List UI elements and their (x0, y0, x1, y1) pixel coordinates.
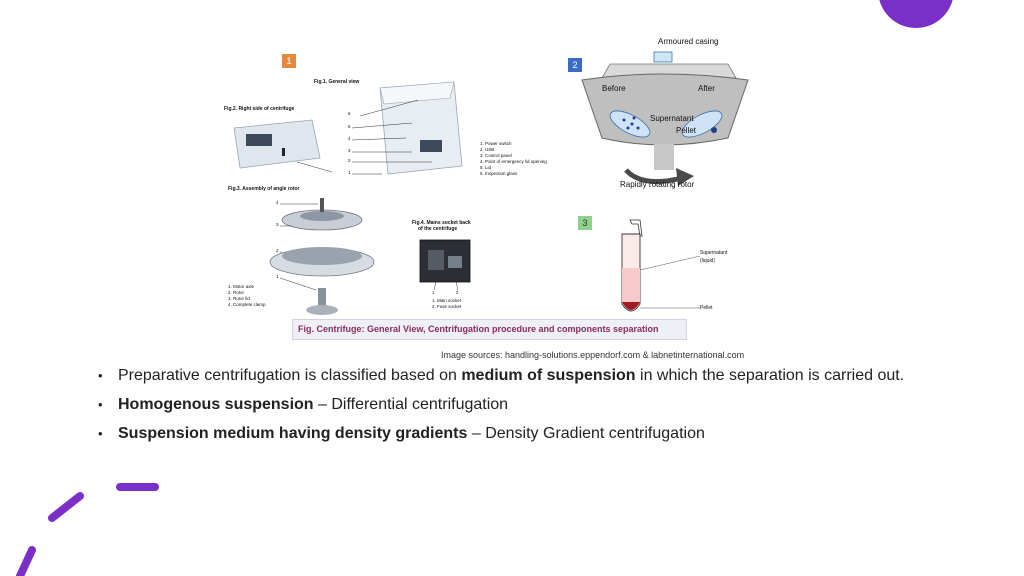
supernatant-label: Supernatant (650, 114, 694, 123)
fig3-badge: 3 (578, 216, 592, 230)
rotor-part-1: 1. Motor axle (228, 284, 255, 289)
fig1-badge: 1 (282, 54, 296, 68)
rotor-callout-1: 1 (276, 274, 279, 279)
after-label: After (698, 84, 715, 93)
fig1-general-view-label: Fig.1. General view (314, 79, 360, 85)
image-source: Image sources: handling-solutions.eppend… (441, 350, 745, 360)
rotor-part-2: 2. Rotor (228, 290, 245, 295)
figure-caption: Fig. Centrifuge: General View, Centrifug… (292, 319, 687, 340)
figure-caption-text: Fig. Centrifuge: General View, Centrifug… (298, 324, 659, 334)
callout-5: 5 (348, 124, 351, 129)
rotating-rotor-label: Rapidly rotating rotor (620, 180, 695, 189)
bullet-dot: • (98, 368, 103, 383)
fig4-mains-socket-label-2: of the centrifuge (418, 226, 458, 232)
rotor-callout-3: 3 (276, 222, 279, 227)
bullet-2-bold: Homogenous suspension (118, 396, 314, 413)
armoured-casing-label: Armoured casing (658, 37, 719, 46)
legend-part-2: 2. USB (480, 147, 495, 152)
bullet-3-rest: – Density Gradient centrifugation (467, 425, 705, 442)
callout-6: 6 (348, 111, 351, 116)
bullet-item-2: • Homogenous suspension – Differential c… (98, 395, 998, 415)
rotor-callout-4: 4 (276, 200, 279, 205)
bullet-list: • Preparative centrifugation is classifi… (98, 366, 998, 453)
centrifuge-drawings (233, 32, 749, 315)
fig3-assembly-label: Fig.3. Assembly of angle rotor (228, 186, 300, 192)
legend-part-4: 4. Point of emergency lid opening (480, 159, 547, 164)
callout-3: 3 (348, 148, 351, 153)
bullet-1-bold: medium of suspension (461, 367, 636, 384)
fig3-pellet-label: Pellet (700, 305, 713, 311)
callout-4: 4 (348, 136, 351, 141)
before-label: Before (602, 84, 626, 93)
dash-decoration (16, 483, 159, 576)
pellet-label: Pellet (676, 126, 697, 135)
rotor-part-3: 3. Rotor lid (228, 296, 250, 301)
bullet-dot: • (98, 397, 103, 412)
bullet-dot: • (98, 426, 103, 441)
legend-part-5: 5. Lid (480, 165, 492, 170)
centrifuge-figure: 1 Fig.1. General view Fig.2. Right side … (222, 28, 788, 366)
bullet-item-3: • Suspension medium having density gradi… (98, 424, 998, 444)
fig2-right-side-label: Fig.2. Right side of centrifuge (224, 106, 295, 112)
bullet-item-1: • Preparative centrifugation is classifi… (98, 366, 998, 386)
fig2-badge: 2 (568, 58, 582, 72)
socket-callout-2: 2 (456, 290, 459, 295)
bullet-1-text: Preparative centrifugation is classified… (118, 367, 462, 384)
legend-part-6: 6. Inspection glass (480, 171, 518, 176)
socket-part-2: 2. Fuse socket (432, 304, 462, 309)
legend-part-1: 1. Power switch (480, 141, 512, 146)
rotor-part-4: 4. Complete clamp (228, 302, 266, 307)
fig4-mains-socket-label-1: Fig.4. Mains socket back (412, 220, 471, 226)
bullet-2-rest: – Differential centrifugation (313, 396, 509, 413)
rotor-callout-2: 2 (276, 248, 279, 253)
callout-2: 2 (348, 158, 351, 163)
callout-1: 1 (348, 170, 351, 175)
bullet-3-bold: Suspension medium having density gradien… (118, 425, 468, 442)
corner-circle-decoration (879, 0, 953, 28)
socket-part-1: 1. Main socket (432, 298, 462, 303)
fig3-supernatant-label-2: (liquid) (700, 258, 716, 264)
fig3-supernatant-label-1: Supernatant (700, 250, 728, 256)
socket-callout-1: 1 (432, 290, 435, 295)
legend-part-3: 3. Control panel (480, 153, 512, 158)
bullet-1-rest: in which the separation is carried out. (635, 367, 905, 384)
